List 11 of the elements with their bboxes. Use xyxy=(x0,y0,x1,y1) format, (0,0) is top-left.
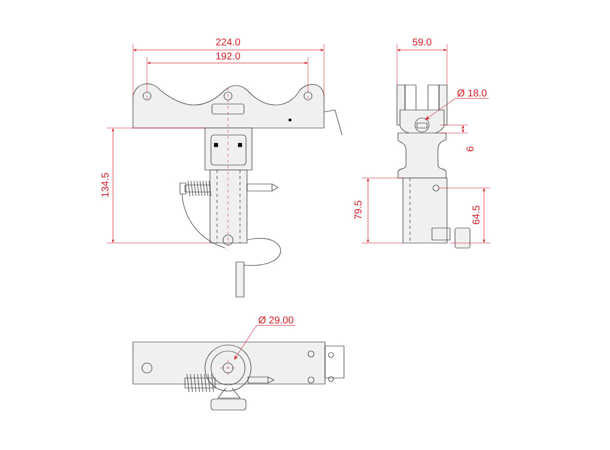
dimension-value: 79.5 xyxy=(354,200,362,220)
diameter-label: Ø 29.00 xyxy=(258,316,294,324)
dimension-value: 64.5 xyxy=(472,206,480,224)
leader-line xyxy=(234,325,296,360)
dimension-value: 134.5 xyxy=(101,172,109,197)
leader-line xyxy=(425,98,489,120)
dimension-value: 224.0 xyxy=(216,38,240,46)
dimension-value: 6 xyxy=(466,146,474,152)
dimension-value: 59.0 xyxy=(412,38,432,46)
dimension-value: 192.0 xyxy=(216,52,240,60)
diameter-label: Ø 18.0 xyxy=(457,89,487,97)
